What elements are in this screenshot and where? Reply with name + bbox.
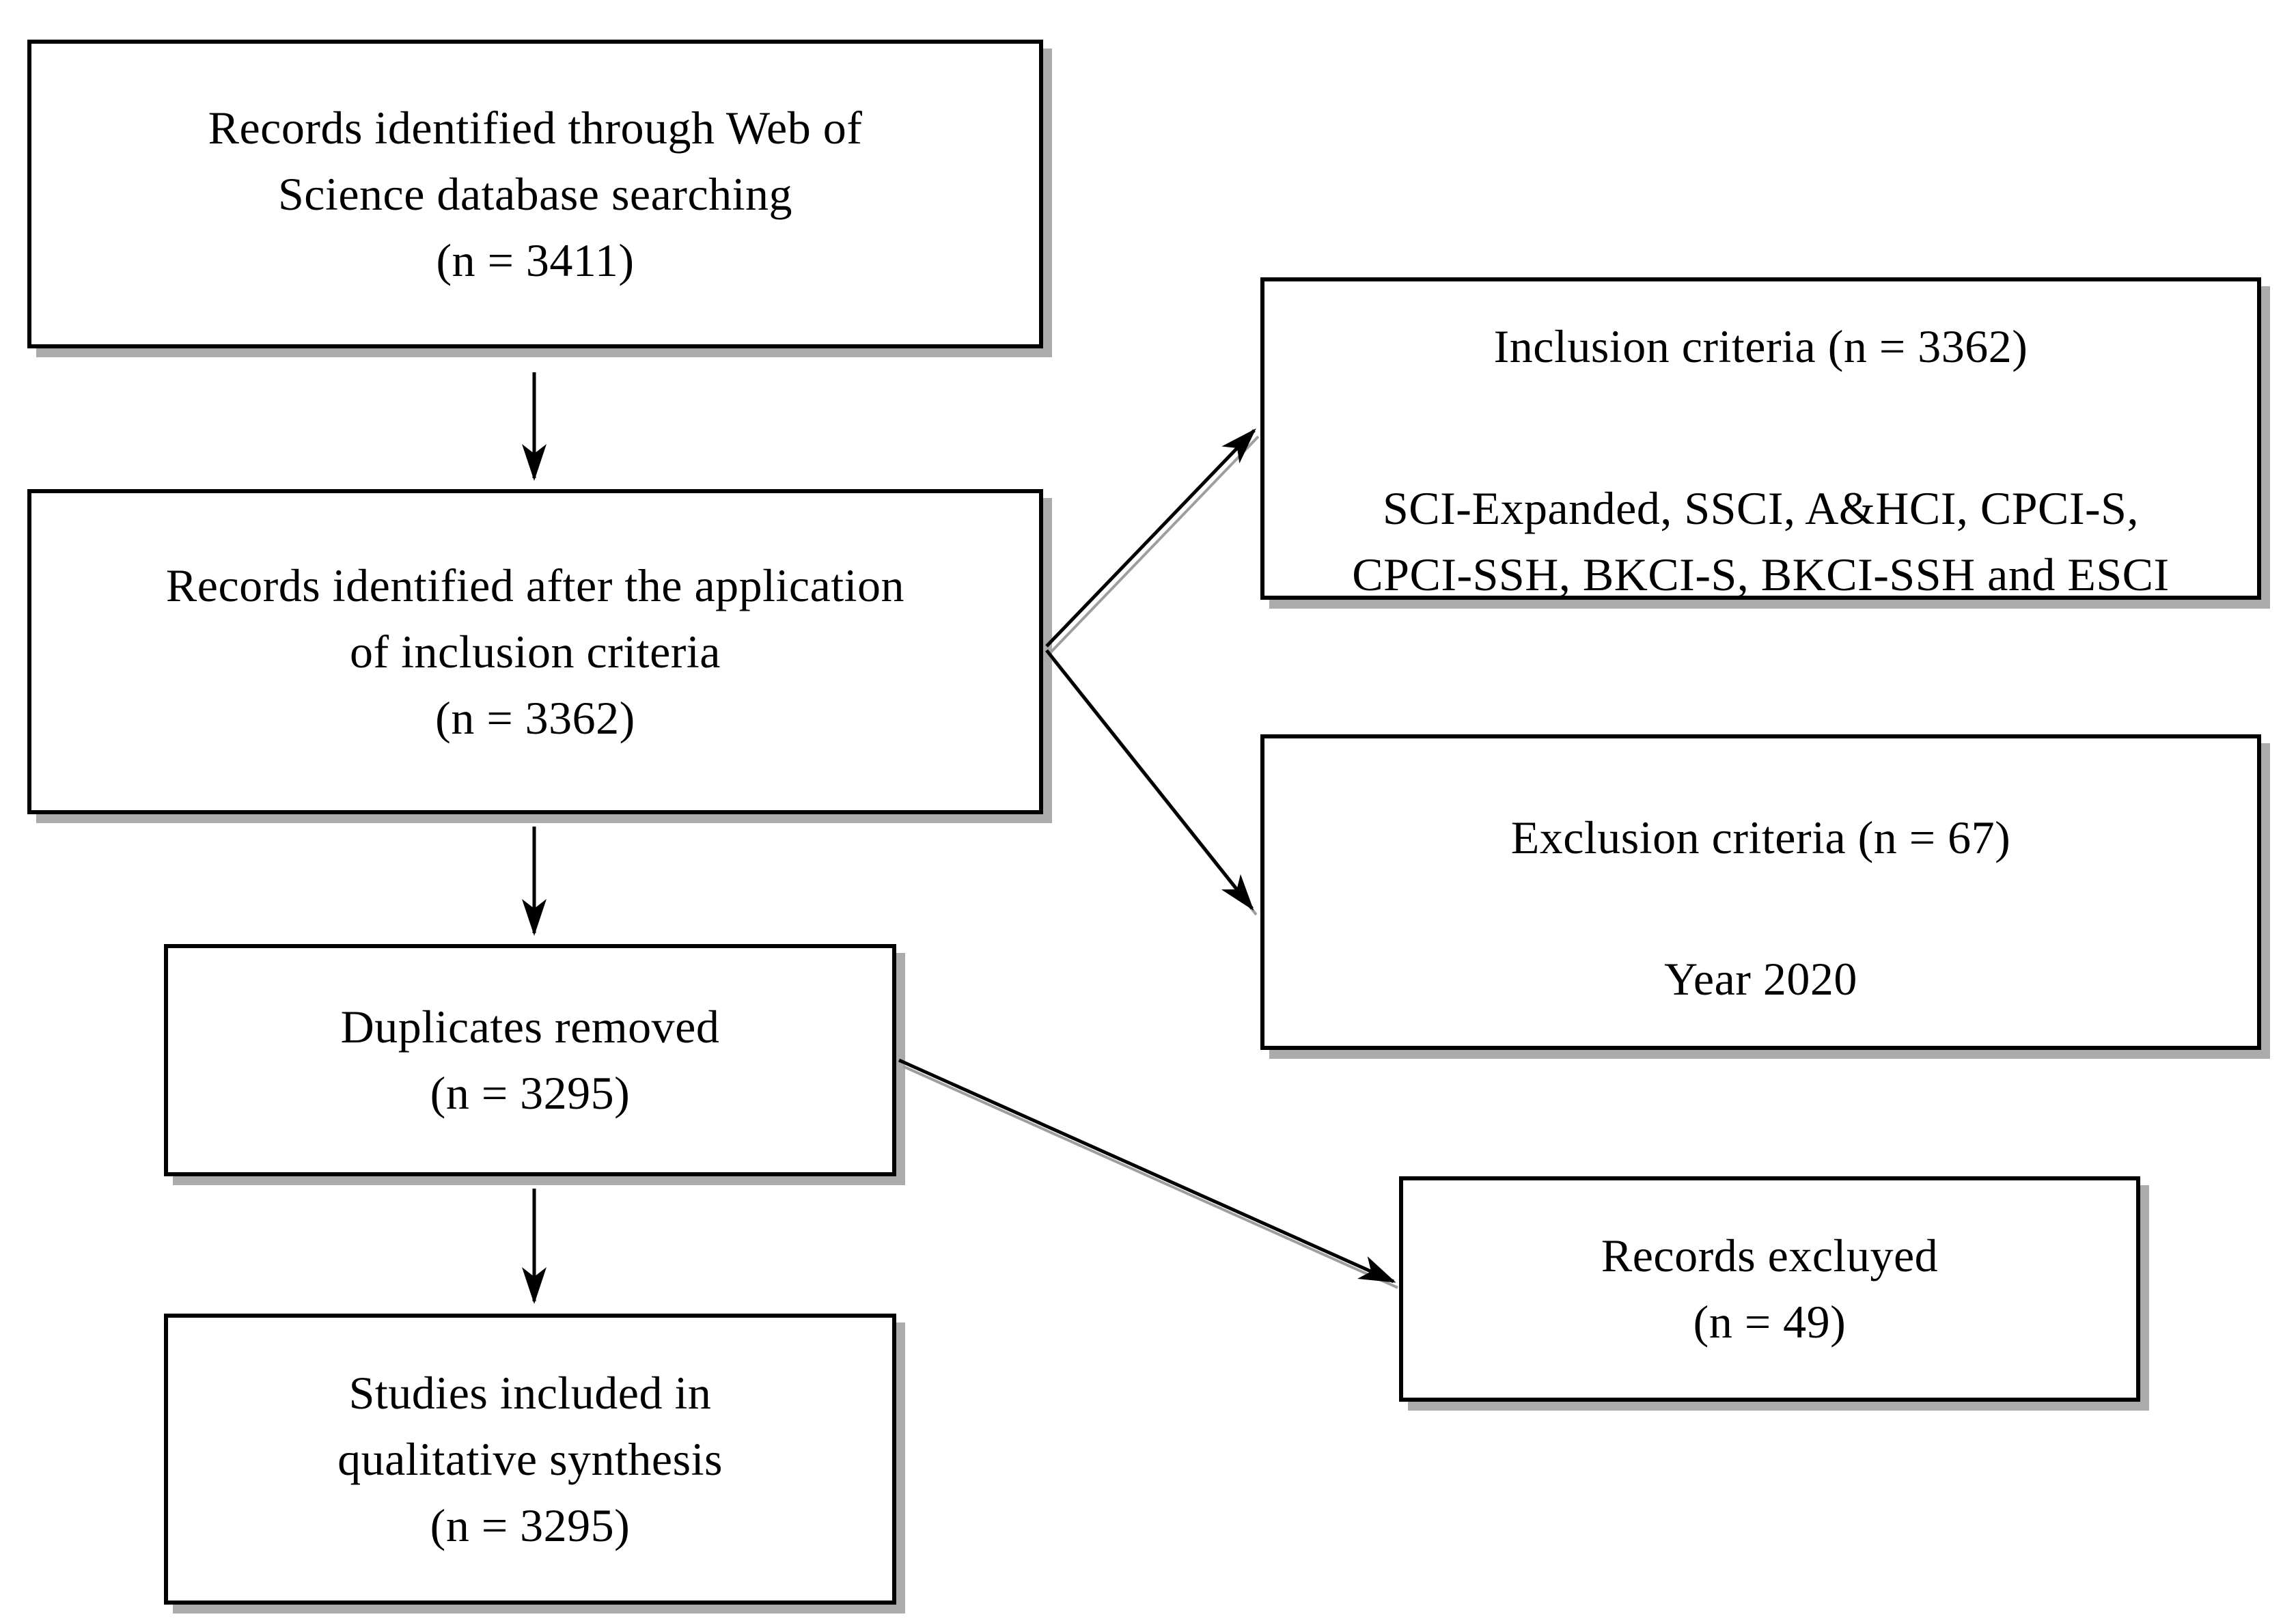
box-text-line: (n = 3295) — [430, 1499, 631, 1551]
box-inclusion-criteria: Inclusion criteria (n = 3362) SCI-Expand… — [1260, 277, 2261, 600]
box-duplicates-removed: Duplicates removed (n = 3295) — [164, 944, 896, 1176]
box-text-line: (n = 3362) — [435, 691, 635, 744]
box-text-line: Records identified after the application — [165, 559, 905, 611]
box-records-identified: Records identified through Web of Scienc… — [27, 40, 1043, 348]
exclusion-criteria-body: Year 2020 — [1664, 946, 1857, 1012]
box-exclusion-criteria: Exclusion criteria (n = 67) Year 2020 — [1260, 734, 2261, 1050]
inclusion-criteria-body: SCI-Expanded, SSCI, A&HCI, CPCI-S, CPCI-… — [1352, 475, 2169, 608]
exclusion-criteria-title: Exclusion criteria (n = 67) — [1510, 812, 2011, 863]
box-text-line: (n = 3295) — [430, 1067, 631, 1119]
box-text-line: Year 2020 — [1664, 953, 1857, 1005]
box-text-line: Records identified through Web of — [208, 101, 863, 154]
arrow-shadow — [902, 1065, 1398, 1289]
box-text-line: Studies included in — [348, 1366, 712, 1419]
box-records-excluyed: Records excluyed (n = 49) — [1399, 1176, 2140, 1402]
box-records-after-inclusion-criteria: Records identified after the application… — [27, 489, 1043, 814]
inclusion-criteria-title: Inclusion criteria (n = 3362) — [1493, 320, 2028, 372]
box-text-line: SCI-Expanded, SSCI, A&HCI, CPCI-S, — [1382, 482, 2139, 534]
box-text-line: Records excluyed — [1601, 1230, 1939, 1281]
box-text-line: (n = 3411) — [436, 234, 635, 286]
box-text-line: Duplicates removed — [340, 1001, 720, 1053]
box-text-line: of inclusion criteria — [350, 625, 721, 678]
arrow-shadow — [1049, 655, 1258, 916]
arrow-after-criteria-to-exclusion — [1045, 649, 1254, 911]
box-text-line: Science database searching — [277, 167, 793, 220]
box-text-line: CPCI-SSH, BKCI-S, BKCI-SSH and ESCI — [1352, 549, 2170, 600]
box-text-line: qualitative synthesis — [337, 1432, 723, 1485]
box-studies-included: Studies included in qualitative synthesi… — [164, 1314, 896, 1605]
arrow-after-criteria-to-inclusion — [1045, 428, 1256, 648]
arrow-duplicates-to-excluyed — [898, 1058, 1396, 1284]
arrow-shadow — [1049, 435, 1260, 654]
box-text-line: (n = 49) — [1693, 1296, 1847, 1348]
